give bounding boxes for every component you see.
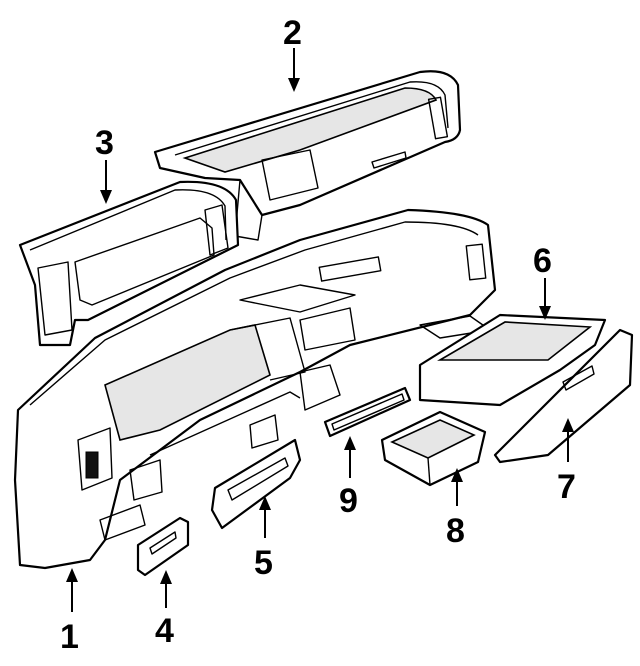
part-9-bezel-strip	[323, 386, 412, 438]
callout-8: 8	[446, 512, 465, 550]
callout-9: 9	[339, 482, 358, 520]
callout-7: 7	[557, 468, 576, 506]
callout-2: 2	[283, 14, 302, 52]
part-6-glovebox-bin	[418, 313, 607, 407]
callout-6: 6	[533, 242, 552, 280]
callout-5: 5	[254, 544, 273, 582]
part-7-glovebox-door	[493, 328, 634, 464]
part-5-lower-trim	[210, 438, 302, 530]
callout-4: 4	[155, 612, 174, 650]
part-8-tray	[380, 410, 487, 487]
callout-1: 1	[60, 618, 79, 656]
part-3-cluster-bezel	[18, 180, 240, 347]
callout-3: 3	[95, 124, 114, 162]
part-1-instrument-panel	[13, 208, 497, 570]
leader-lines	[66, 48, 574, 612]
part-4-small-cover	[136, 516, 190, 577]
part-2-upper-pad	[153, 70, 462, 241]
